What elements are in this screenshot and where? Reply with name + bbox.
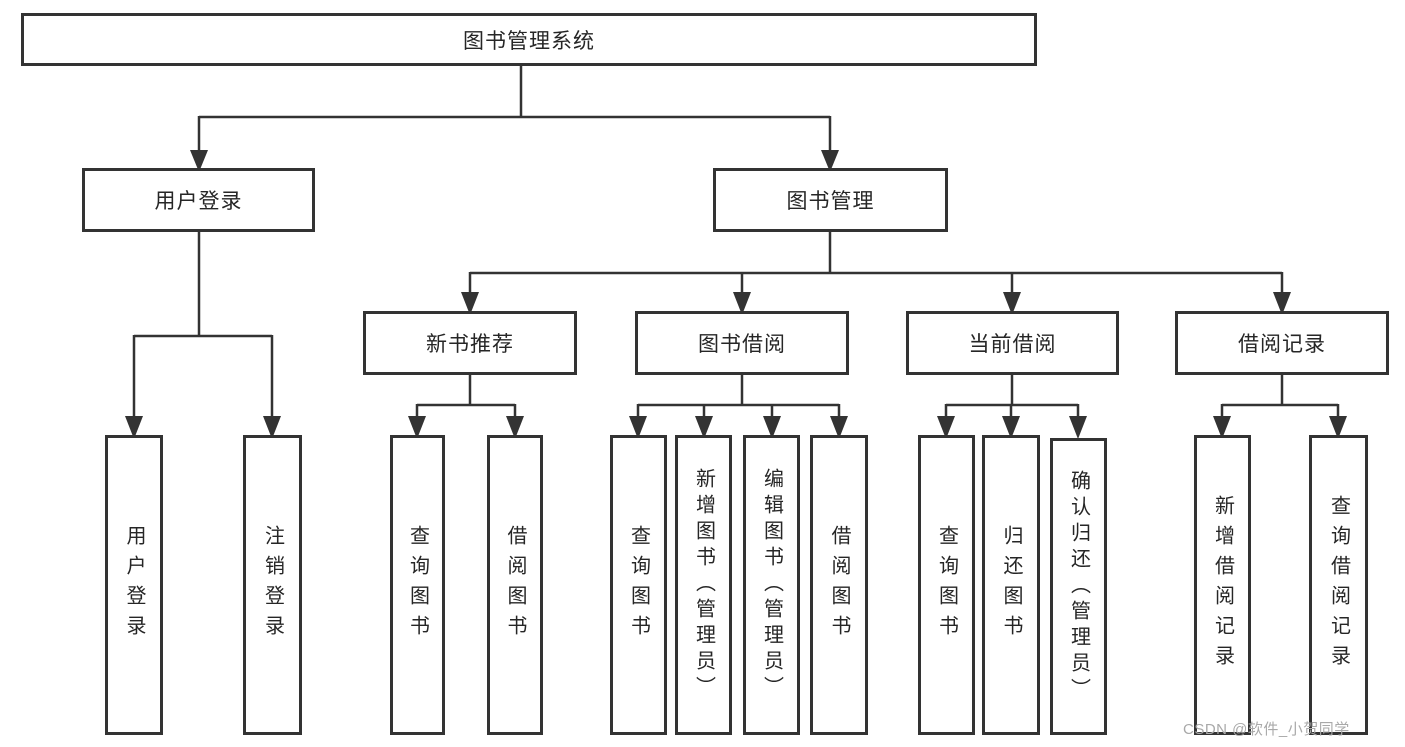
connector-borrowrecord-to-leaves xyxy=(1213,375,1347,439)
leaf-br-add-record: 新增借阅记录 xyxy=(1194,435,1251,735)
leaf-bb-edit-books-admin: 编辑图书（管理员） xyxy=(743,435,800,735)
leaf-cb-return-books: 归还图书 xyxy=(982,435,1040,735)
leaf-bb-borrow-books-label: 借阅图书 xyxy=(828,525,850,645)
leaf-cb-confirm-return-admin-label: 确认归还（管理员） xyxy=(1067,469,1090,704)
node-new-book-rec-label: 新书推荐 xyxy=(426,333,514,356)
node-book-mgmt-label: 图书管理 xyxy=(786,190,875,213)
node-new-book-rec: 新书推荐 xyxy=(363,311,577,375)
leaf-nbr-borrow-books: 借阅图书 xyxy=(487,435,543,735)
node-user-login: 用户登录 xyxy=(82,168,315,232)
connector-root-to-level2 xyxy=(190,66,839,172)
connector-currentborrow-to-leaves xyxy=(937,375,1087,439)
leaf-logout: 注销登录 xyxy=(243,435,302,735)
leaf-user-login: 用户登录 xyxy=(105,435,163,735)
leaf-nbr-query-books: 查询图书 xyxy=(390,435,445,735)
node-current-borrow: 当前借阅 xyxy=(906,311,1119,375)
node-current-borrow-label: 当前借阅 xyxy=(968,333,1057,356)
leaf-user-login-label: 用户登录 xyxy=(123,525,145,645)
leaf-cb-return-books-label: 归还图书 xyxy=(1000,525,1022,645)
csdn-watermark: CSDN @软件_小贺同学 xyxy=(1183,721,1350,738)
connector-bookborrow-to-leaves xyxy=(629,375,848,439)
node-book-mgmt: 图书管理 xyxy=(713,168,948,232)
node-root: 图书管理系统 xyxy=(21,13,1037,66)
node-user-login-label: 用户登录 xyxy=(154,190,243,213)
leaf-bb-add-books-admin: 新增图书（管理员） xyxy=(675,435,732,735)
leaf-nbr-query-books-label: 查询图书 xyxy=(406,525,429,645)
leaf-cb-confirm-return-admin: 确认归还（管理员） xyxy=(1050,438,1107,735)
node-borrow-record-label: 借阅记录 xyxy=(1238,333,1326,356)
leaf-bb-query-books-label: 查询图书 xyxy=(627,525,650,645)
leaf-bb-add-books-admin-label: 新增图书（管理员） xyxy=(692,468,715,702)
node-book-borrow-label: 图书借阅 xyxy=(698,333,786,356)
leaf-br-add-record-label: 新增借阅记录 xyxy=(1211,495,1234,675)
connector-bookmgmt-to-level3 xyxy=(461,232,1291,315)
leaf-bb-borrow-books: 借阅图书 xyxy=(810,435,868,735)
node-root-label: 图书管理系统 xyxy=(463,29,595,53)
leaf-bb-query-books: 查询图书 xyxy=(610,435,667,735)
node-borrow-record: 借阅记录 xyxy=(1175,311,1389,375)
leaf-cb-query-books-label: 查询图书 xyxy=(935,525,958,645)
leaf-logout-label: 注销登录 xyxy=(261,525,284,645)
leaf-nbr-borrow-books-label: 借阅图书 xyxy=(504,525,526,645)
leaf-cb-query-books: 查询图书 xyxy=(918,435,975,735)
leaf-br-query-record: 查询借阅记录 xyxy=(1309,435,1368,735)
connector-userlogin-to-leaves xyxy=(125,232,281,439)
node-book-borrow: 图书借阅 xyxy=(635,311,849,375)
connector-newbookrec-to-leaves xyxy=(408,375,524,439)
leaf-bb-edit-books-admin-label: 编辑图书（管理员） xyxy=(760,468,783,702)
leaf-br-query-record-label: 查询借阅记录 xyxy=(1327,495,1350,675)
